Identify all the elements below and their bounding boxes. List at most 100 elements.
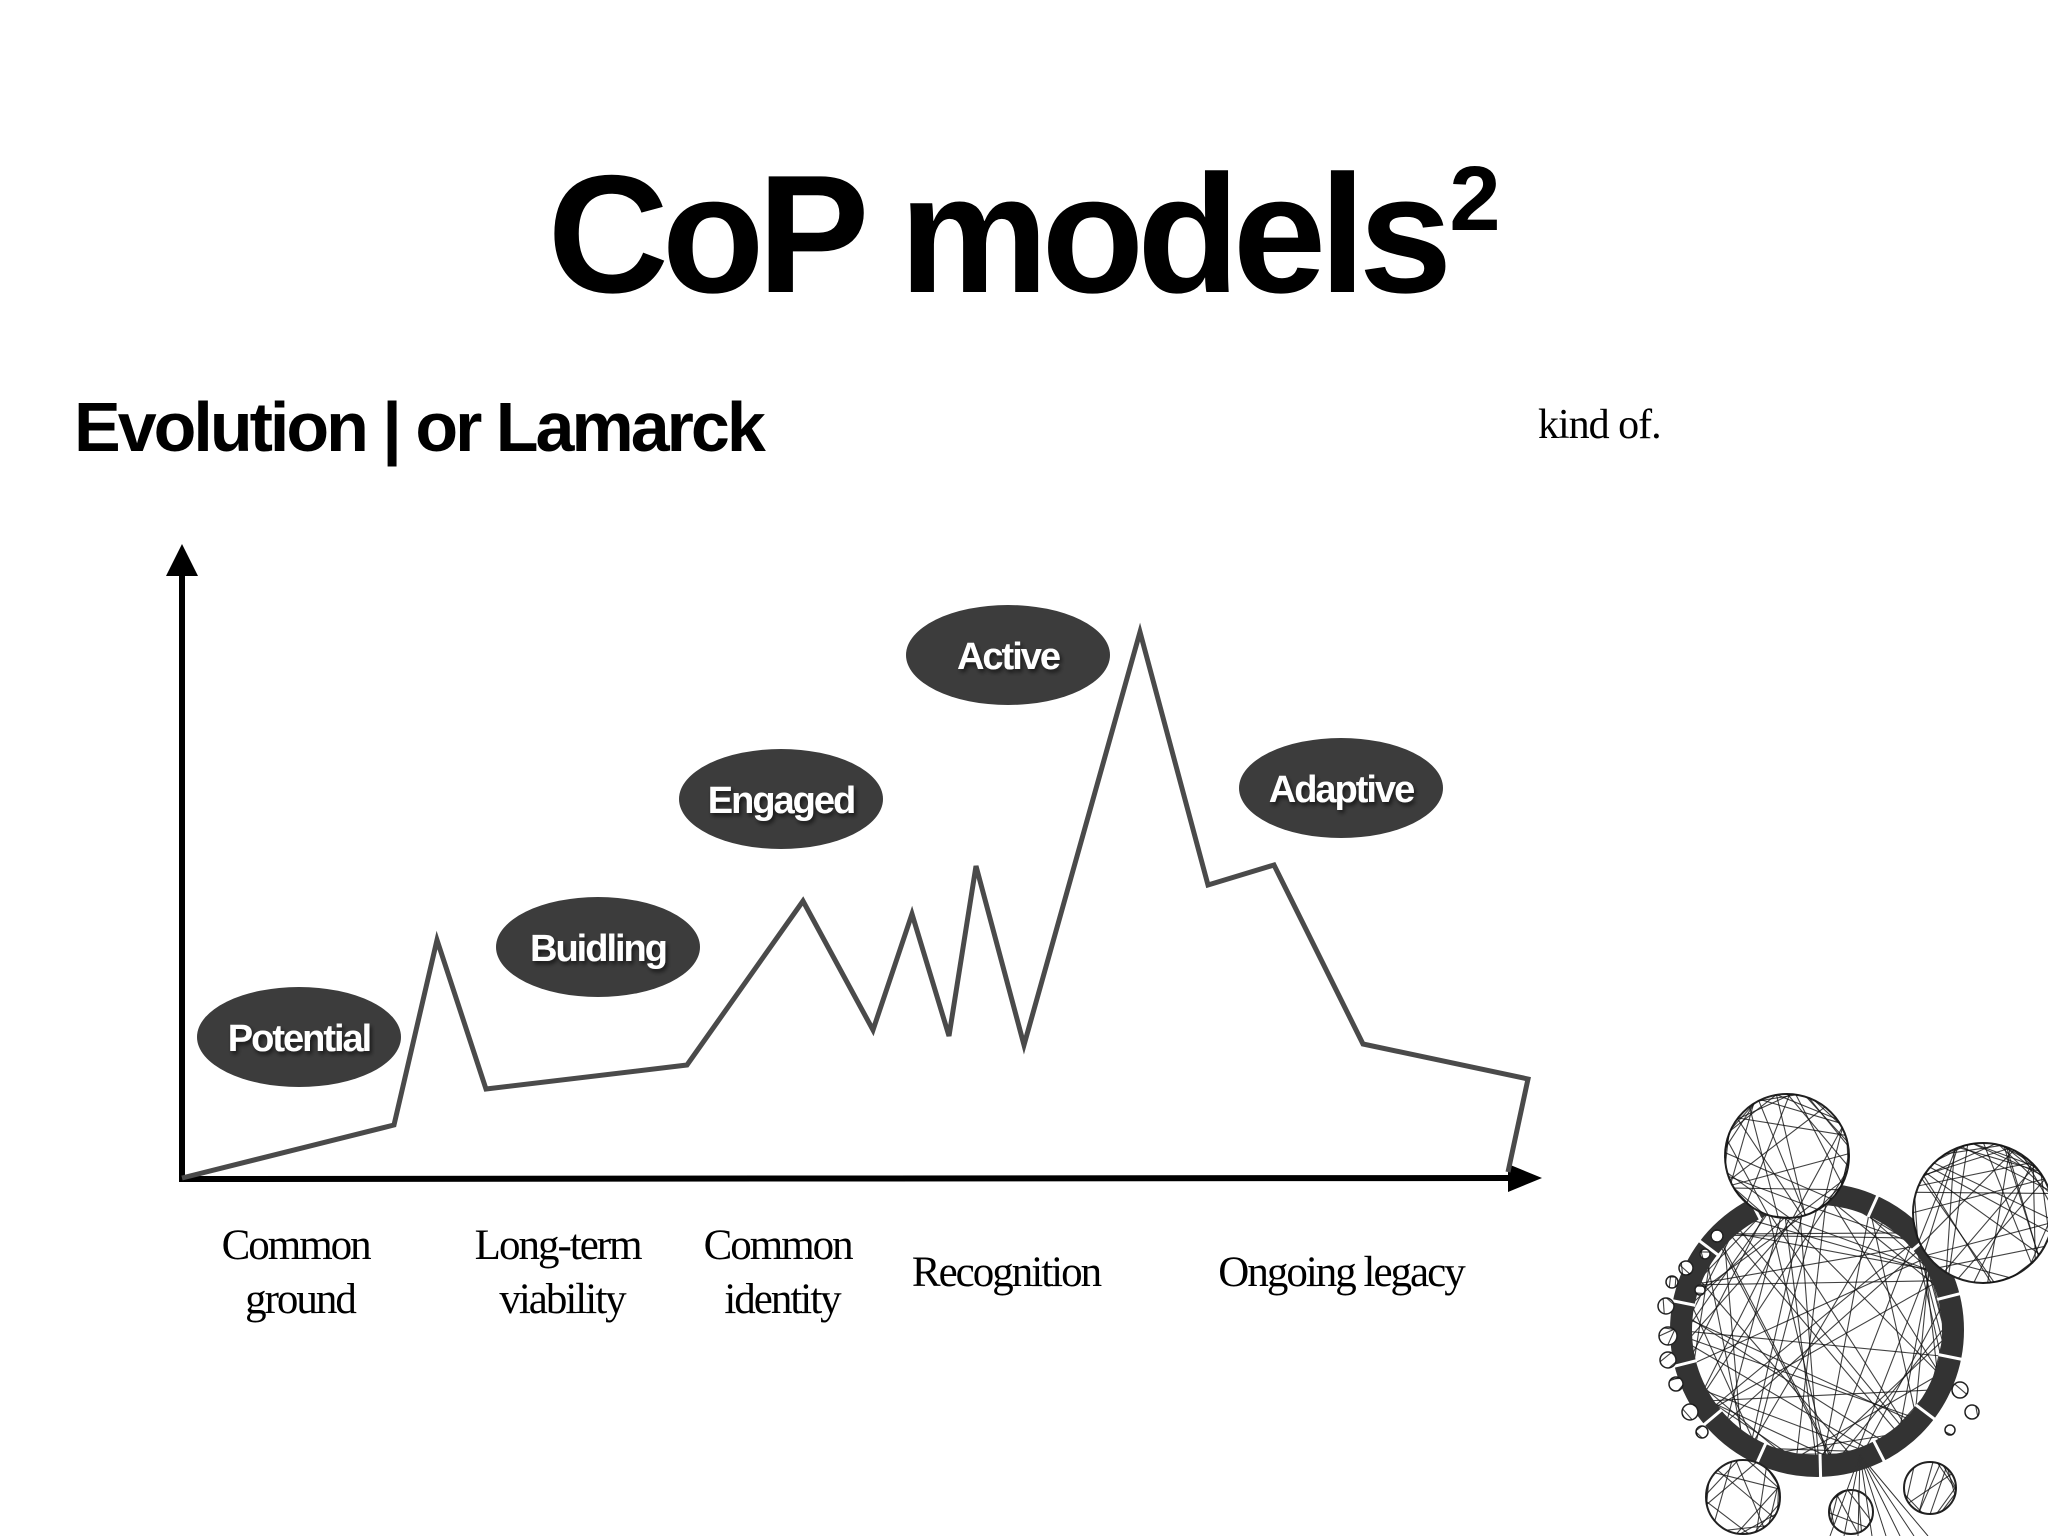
- x-label-ongoing-legacy: Ongoing legacy: [1218, 1249, 1466, 1296]
- network-edge: [1808, 1097, 1849, 1147]
- stage-bubble-active: Active: [906, 605, 1110, 705]
- x-label-common-identity: Common identity: [704, 1222, 861, 1323]
- x-label-line: Ongoing legacy: [1218, 1249, 1466, 1296]
- stage-bubble-potential: Potential: [197, 987, 401, 1087]
- network-edge: [1714, 1472, 1780, 1490]
- network-edge: [1737, 1117, 1846, 1136]
- network-edge: [1697, 1246, 1915, 1285]
- slide-title: CoP models2: [0, 150, 2048, 318]
- network-edge: [1832, 1202, 1939, 1372]
- network-edge: [1833, 1490, 1847, 1500]
- network-edge: [1724, 1134, 1730, 1164]
- x-label-line: Long-term: [475, 1222, 642, 1269]
- stage-label-building: Buidling: [530, 928, 666, 970]
- network-edge: [1767, 1469, 1778, 1484]
- network-ring-gap: [1872, 1439, 1886, 1463]
- network-edge: [1776, 1094, 1837, 1120]
- network-edge: [1729, 1106, 1826, 1181]
- network-edge: [1948, 1144, 1969, 1275]
- network-edge: [1929, 1467, 1947, 1515]
- network-ring-gap: [1866, 1194, 1880, 1218]
- network-edge: [1857, 1454, 1861, 1536]
- network-edge: [1695, 1431, 1703, 1439]
- network-edge: [1732, 1153, 1850, 1186]
- network-edge: [1695, 1425, 1703, 1432]
- network-edge: [1925, 1172, 2040, 1255]
- network-edge: [1859, 1454, 1901, 1536]
- network-edge: [1856, 1266, 1930, 1452]
- network-edge: [1699, 1214, 1763, 1280]
- network-edge: [1659, 1352, 1672, 1363]
- network-edge: [1689, 1338, 1912, 1418]
- network-edge: [1957, 1179, 2045, 1279]
- stage-label-adaptive: Adaptive: [1269, 769, 1414, 811]
- x-label-common-ground: Common ground: [222, 1222, 379, 1323]
- network-edge: [1777, 1507, 1780, 1510]
- network-edge: [1866, 1518, 1873, 1528]
- network-edge: [1698, 1279, 1851, 1455]
- network-edge: [1710, 1401, 1830, 1458]
- network-edge: [1865, 1304, 1944, 1449]
- network-node-circle: [1657, 1297, 1675, 1315]
- stage-label-potential: Potential: [228, 1018, 370, 1060]
- network-edge: [1814, 1099, 1841, 1125]
- network-edge: [1929, 1166, 2048, 1233]
- network-edge: [1736, 1118, 1803, 1217]
- network-edge: [1926, 1223, 2048, 1256]
- slide-title-superscript: 2: [1449, 148, 1501, 250]
- network-edge: [1899, 1269, 1931, 1428]
- x-label-line: Common: [222, 1222, 372, 1269]
- network-edge: [1739, 1513, 1777, 1535]
- network-edge: [1841, 1153, 1850, 1185]
- network-edge: [1726, 1139, 1769, 1216]
- network-edge: [1658, 1328, 1675, 1337]
- network-edge: [1961, 1145, 2048, 1191]
- network-edge: [1822, 1127, 1843, 1207]
- network-edge: [1705, 1459, 1739, 1495]
- network-edge: [1906, 1467, 1915, 1500]
- network-edge: [1735, 1460, 1765, 1528]
- network-edge: [1786, 1093, 1849, 1167]
- network-edge: [1933, 1162, 2048, 1219]
- network-edge: [1964, 1413, 1967, 1417]
- network-edge: [1797, 1375, 1937, 1458]
- network-edge: [1914, 1197, 1918, 1238]
- stage-bubble-engaged: Engaged: [679, 749, 883, 849]
- network-edge: [1837, 1529, 1839, 1531]
- network-edge: [1663, 1327, 1675, 1330]
- network-edge: [1918, 1463, 1941, 1512]
- network-edge: [1682, 1408, 1693, 1421]
- y-axis-arrowhead: [166, 544, 198, 576]
- network-edge: [1904, 1494, 1923, 1514]
- network-edge: [1754, 1503, 1780, 1533]
- network-edge: [1794, 1178, 1845, 1218]
- x-axis-arrowhead: [1508, 1164, 1542, 1192]
- network-edge: [1859, 1454, 1929, 1536]
- network-node-circle: [1658, 1326, 1678, 1346]
- network-edge: [1670, 1351, 1673, 1354]
- network-ring-gap: [1702, 1408, 1723, 1427]
- network-edge: [1916, 1250, 1943, 1360]
- network-edge: [1705, 1500, 1749, 1535]
- network-edge: [1828, 1512, 1868, 1528]
- network-edge: [1688, 1201, 1811, 1339]
- x-label-long-term-viability: Long-term viability: [475, 1222, 650, 1323]
- slide-subtitle: Evolution | or Lamarck: [74, 388, 766, 466]
- network-edge: [1768, 1447, 1858, 1452]
- network-edge: [1677, 1384, 1684, 1391]
- network-edge: [1668, 1276, 1672, 1288]
- stage-bubble-shape: [906, 605, 1110, 705]
- stage-label-active: Active: [957, 636, 1060, 678]
- network-edge: [1710, 1389, 1931, 1402]
- network-edge: [1736, 1486, 1780, 1534]
- network-ring-gap: [1818, 1453, 1823, 1478]
- network-edge: [1748, 1106, 1779, 1218]
- network-node-circle: [1710, 1229, 1724, 1243]
- stage-bubble-shape: [496, 897, 700, 997]
- x-label-line: ground: [245, 1276, 356, 1323]
- network-edge: [1726, 1250, 1919, 1422]
- network-node-circle: [1668, 1376, 1684, 1392]
- slide-title-text: CoP models: [547, 140, 1453, 328]
- x-axis: [178, 1175, 1511, 1182]
- x-label-line: Recognition: [912, 1249, 1102, 1296]
